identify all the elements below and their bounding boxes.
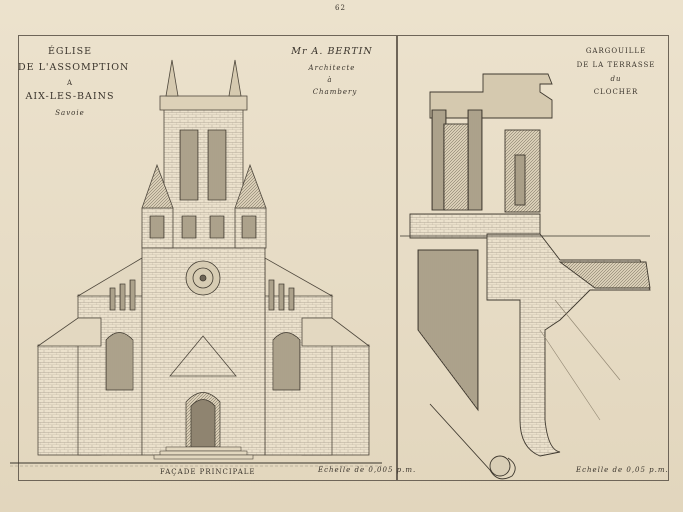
title-line-3: A <box>66 79 74 87</box>
architect-conj: à <box>327 76 333 84</box>
scale-caption-left: Echelle de 0,005 p.m. <box>318 466 417 474</box>
title-line-2: DE L'ASSOMPTION <box>18 62 130 73</box>
right-title-line-4: CLOCHER <box>593 88 639 96</box>
facade-frame <box>18 35 397 481</box>
right-title-line-2: DE LA TERRASSE <box>576 61 656 69</box>
title-line-1: ÉGLISE <box>47 46 93 57</box>
right-title-line-3: du <box>610 75 622 83</box>
title-line-5: Savoie <box>55 109 85 117</box>
rose-window <box>185 260 221 296</box>
title-line-4: AIX-LES-BAINS <box>25 91 115 102</box>
architect-name: Mr A. BERTIN <box>291 46 373 57</box>
right-title-line-1: GARGOUILLE <box>585 47 647 55</box>
architect-city: Chambery <box>312 88 358 96</box>
detail-frame <box>397 35 669 481</box>
scale-caption-right: Echelle de 0,05 p.m. <box>576 466 669 474</box>
plate-number: 62 <box>335 4 346 12</box>
architect-role: Architecte <box>308 64 356 72</box>
facade-caption: FAÇADE PRINCIPALE <box>160 468 256 476</box>
